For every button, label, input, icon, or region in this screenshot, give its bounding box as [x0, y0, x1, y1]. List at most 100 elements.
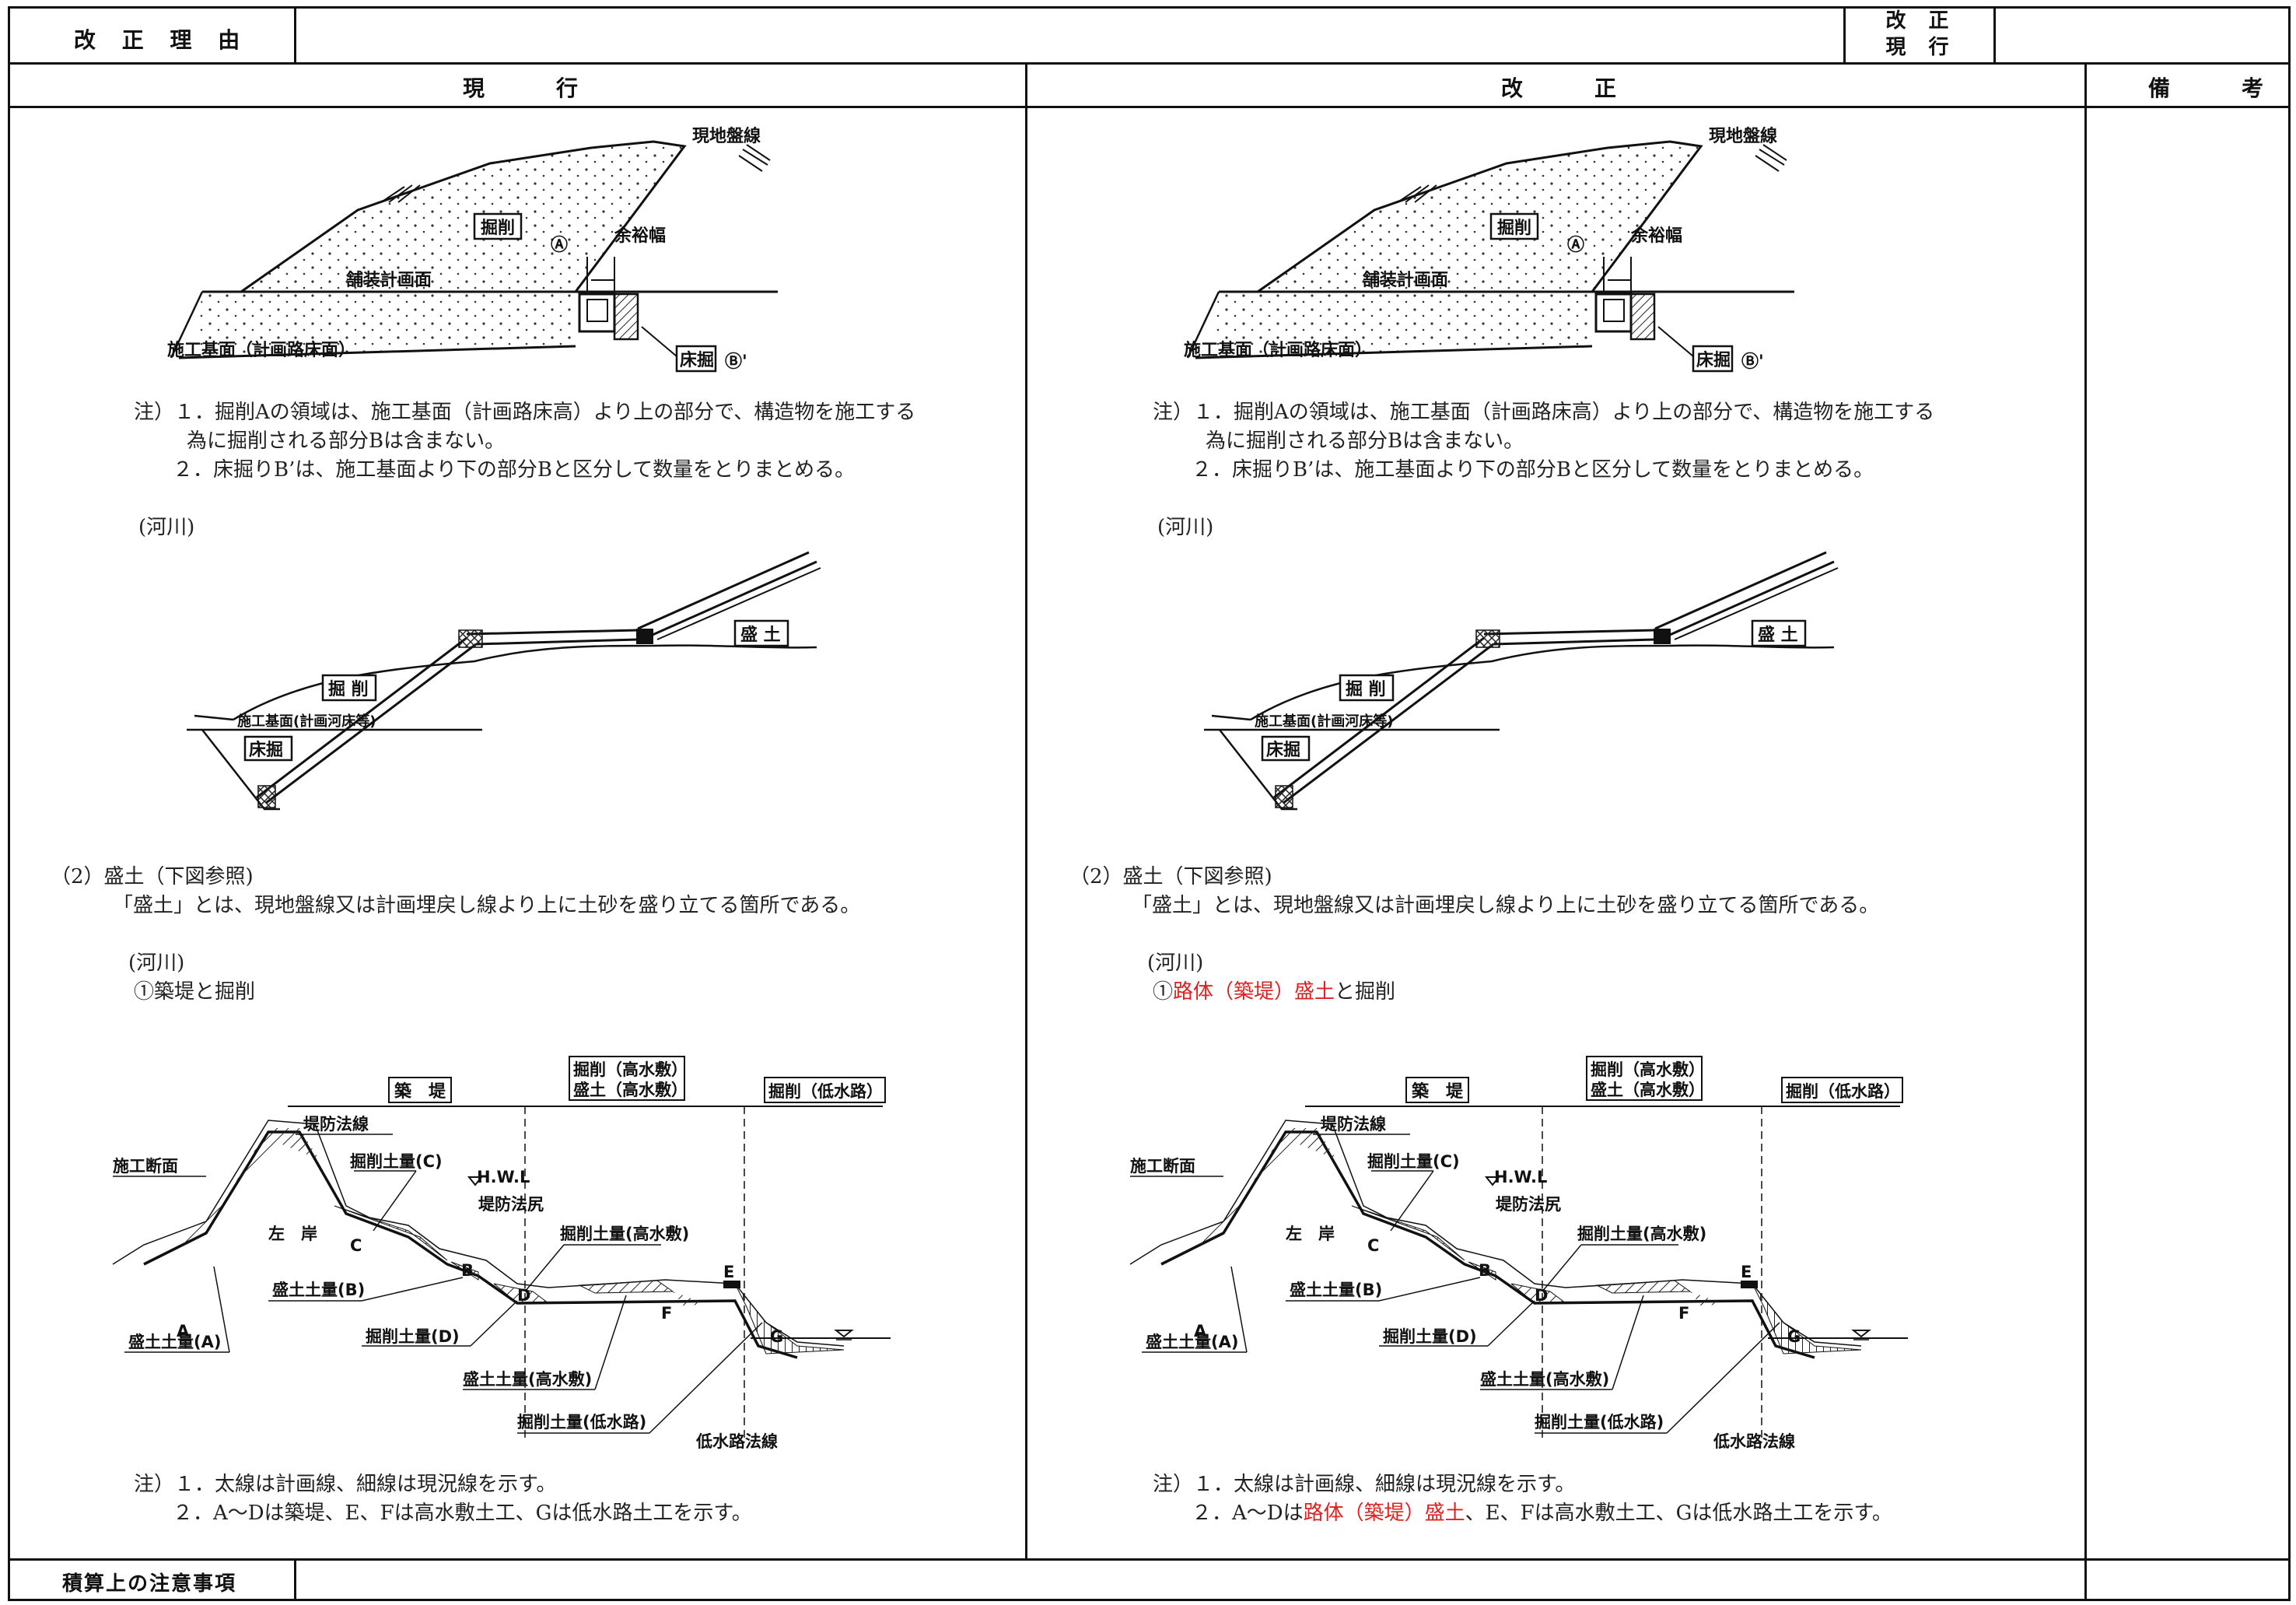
levee-header-label: 築 堤 — [1411, 1081, 1464, 1102]
excavation-label: 掘削 — [1497, 219, 1531, 238]
label-b: B — [1479, 1261, 1491, 1280]
label-d: D — [1535, 1286, 1548, 1305]
levee-header-label: 築 堤 — [394, 1081, 446, 1102]
marker-a-label: Ⓐ — [1567, 235, 1584, 255]
exc-d-label: 掘削土量(D) — [366, 1327, 460, 1346]
construction-section-label: 施工断面 — [113, 1157, 178, 1176]
fill-b-label: 盛土土量(B) — [272, 1281, 365, 1299]
ground-line-label: 現地盤線 — [692, 126, 761, 146]
marker-b-label: Ⓑ' — [725, 352, 747, 372]
label-g: G — [770, 1327, 783, 1346]
current-item1: ①築堤と掘削 — [134, 980, 256, 1004]
label-b: B — [461, 1261, 474, 1280]
reason-label: 改 正 理 由 — [74, 27, 250, 53]
fill-high-amount-label: 盛土土量(高水敷) — [463, 1370, 592, 1389]
marker-a-label: Ⓐ — [551, 235, 568, 255]
river-section-diagram: 盛 土 掘 削 施工基面(計画河床等) 床掘 — [187, 551, 821, 811]
fill-high-header-label: 盛土（高水敷） — [573, 1081, 688, 1099]
label-f: F — [1678, 1304, 1689, 1323]
embankment-label: 盛 土 — [1758, 625, 1798, 645]
revised-note2: ２．床掘りB’は、施工基面より下の部分Bと区分して数量をとりまとめる。 — [1192, 458, 1874, 482]
excavation-label: 掘削 — [481, 219, 515, 238]
revised-note1a: 注）１．掘削Aの領域は、施工基面（計画路床高）より上の部分で、構造物を施工する — [1153, 401, 1935, 424]
low-channel-slope-label: 低水路法線 — [1713, 1432, 1795, 1451]
floor-excavation-label: 床掘 — [680, 350, 714, 370]
current-note1a: 注）１．掘削Aの領域は、施工基面（計画路床高）より上の部分で、構造物を施工する — [134, 401, 916, 424]
road-excavation-diagram-revised: 現地盤線 掘削 Ⓐ 余裕幅 舗装計画面 施工基面（計画路床面） 床掘 Ⓑ' — [1172, 126, 1794, 373]
pavement-plan-label: 舗装計画面 — [1362, 270, 1448, 290]
revised-sec2-body: 「盛土」とは、現地盤線又は計画埋戻し線より上に土砂を盛り立てる箇所である。 — [1132, 894, 1880, 917]
floor-excavation-label-2: 床掘 — [249, 740, 283, 760]
genkou-label: 現 行 — [1885, 36, 1957, 59]
fill-b-label: 盛土土量(B) — [1290, 1281, 1382, 1299]
revised-river1: (河川) — [1157, 516, 1214, 539]
revised-bnote1: 注）１．太線は計画線、細線は現況線を示す。 — [1153, 1473, 1576, 1496]
page-frame — [8, 6, 2291, 1601]
kaisei-genkou-label: 改 正 現 行 — [1867, 8, 1976, 61]
fill-a-label: 盛土土量(A) — [1146, 1333, 1238, 1351]
exc-high-header-label: 掘削（高水敷） — [1591, 1060, 1705, 1079]
column-header-divider — [8, 106, 2291, 108]
construction-section-label: 施工断面 — [1130, 1157, 1195, 1176]
revised-bnote2-red: 路体（築堤）盛土 — [1303, 1502, 1465, 1525]
reason-divider — [294, 6, 296, 64]
pavement-plan-label: 舗装計画面 — [345, 270, 432, 290]
header-divider — [8, 62, 2291, 65]
label-d: D — [517, 1286, 530, 1305]
margin-width-label: 余裕幅 — [1630, 226, 1682, 246]
exc-low-amount-label: 掘削土量(低水路) — [1535, 1413, 1664, 1432]
current-bnote2: ２．A～Dは築堤、E、Fは高水敷土工、Gは低水路土工を示す。 — [173, 1502, 752, 1525]
exc-low-header-label: 掘削（低水路） — [1786, 1082, 1900, 1101]
col-revised-header: 改 正 — [1501, 75, 1626, 101]
revised-item1-post: と掘削 — [1335, 980, 1396, 1004]
current-note1b: 為に掘削される部分Bは含まない。 — [187, 429, 506, 453]
hwl-label: H.W.L — [1494, 1168, 1547, 1186]
label-a: A — [177, 1322, 190, 1340]
col-notes-header: 備 考 — [2148, 75, 2273, 101]
exc-high-header-label: 掘削（高水敷） — [573, 1060, 688, 1079]
floor-excavation-label: 床掘 — [1696, 350, 1731, 370]
current-note2: ２．床掘りB’は、施工基面より下の部分Bと区分して数量をとりまとめる。 — [173, 458, 856, 482]
excavation-label-2: 掘 削 — [1346, 680, 1386, 699]
river-section-diagram-revised: 盛 土 掘 削 施工基面(計画河床等) 床掘 — [1204, 551, 1839, 811]
label-c: C — [1367, 1236, 1379, 1255]
base-surface-label-2: 施工基面(計画河床等) — [237, 713, 376, 730]
col-divider-2 — [2084, 62, 2087, 1601]
levee-toe-label: 堤防法尻 — [478, 1195, 544, 1214]
left-bank-label: 左 岸 — [1286, 1225, 1335, 1243]
left-bank-label: 左 岸 — [268, 1225, 317, 1243]
current-river2: (河川) — [128, 951, 185, 975]
label-e: E — [723, 1263, 734, 1281]
hwl-label: H.W.L — [477, 1168, 530, 1186]
footer-label-divider — [294, 1558, 296, 1601]
label-a: A — [1194, 1322, 1207, 1340]
levee-toe-label: 堤防法尻 — [1496, 1195, 1561, 1214]
label-c: C — [350, 1236, 362, 1255]
exc-high-amount-label: 掘削土量(高水敷) — [560, 1225, 689, 1243]
col-current-header: 現 行 — [463, 75, 588, 101]
kg-divider-left — [1843, 6, 1846, 64]
revised-item1-red: 路体（築堤）盛土 — [1173, 980, 1335, 1004]
label-f: F — [661, 1304, 672, 1323]
fill-a-label: 盛土土量(A) — [128, 1333, 221, 1351]
revised-note1b: 為に掘削される部分Bは含まない。 — [1206, 429, 1524, 453]
base-surface-label: 施工基面（計画路床面） — [167, 340, 355, 360]
levee-section-diagram-revised: 築 堤 掘削（高水敷） 盛土（高水敷） 掘削（低水路） A C B D E F … — [1129, 1056, 1908, 1451]
kg-divider-right — [1993, 6, 1996, 64]
embankment-label: 盛 土 — [740, 625, 781, 645]
base-surface-label-2: 施工基面(計画河床等) — [1255, 713, 1393, 730]
road-excavation-diagram: 現地盤線 掘削 Ⓐ 余裕幅 舗装計画面 施工基面（計画路床面） 床掘 Ⓑ' — [156, 126, 778, 373]
excavation-label-2: 掘 削 — [328, 680, 369, 699]
fill-high-header-label: 盛土（高水敷） — [1591, 1081, 1705, 1099]
low-channel-slope-label: 低水路法線 — [695, 1432, 778, 1451]
revised-bnote2-post: 、E、Fは高水敷土工、Gは低水路土工を示す。 — [1465, 1502, 1892, 1525]
current-sec2-body: 「盛土」とは、現地盤線又は計画埋戻し線より上に土砂を盛り立てる箇所である。 — [113, 894, 861, 917]
exc-low-header-label: 掘削（低水路） — [768, 1082, 883, 1101]
base-surface-label: 施工基面（計画路床面） — [1184, 340, 1372, 360]
revised-sec2-title: （2）盛土（下図参照) — [1069, 865, 1272, 888]
revised-item1-pre: ① — [1153, 980, 1174, 1004]
current-bnote1: 注）１．太線は計画線、細線は現況線を示す。 — [134, 1473, 557, 1496]
levee-slope-line-label: 堤防法線 — [303, 1115, 369, 1134]
exc-d-label: 掘削土量(D) — [1383, 1327, 1477, 1346]
footer-divider — [8, 1558, 2291, 1561]
